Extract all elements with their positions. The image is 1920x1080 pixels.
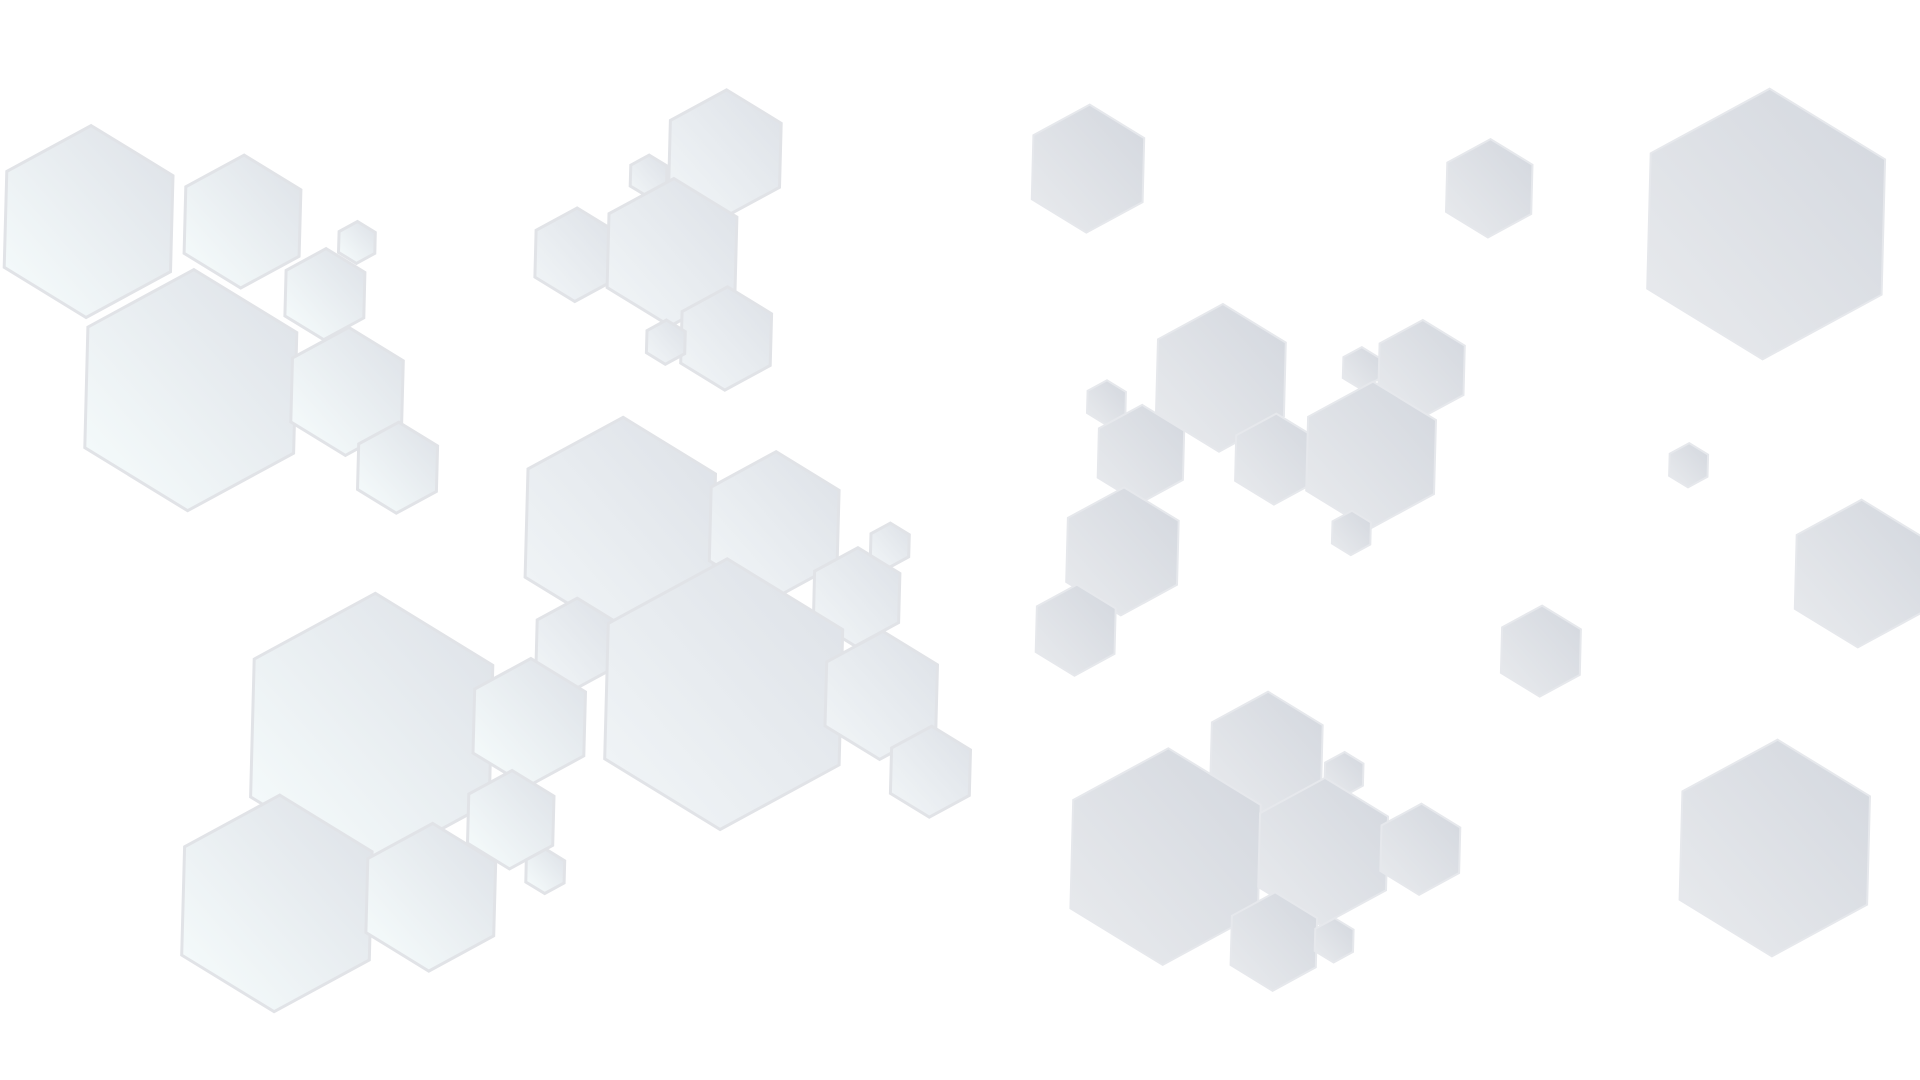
hexagon-icon xyxy=(83,267,299,513)
hexagon-icon xyxy=(289,325,405,458)
hexagon-icon xyxy=(2,123,175,320)
hexagon-icon xyxy=(1646,87,1887,361)
hexagon-icon xyxy=(1379,802,1462,896)
hexagon-icon xyxy=(1668,441,1710,489)
hexagon-icon xyxy=(364,821,498,973)
hexagon-icon xyxy=(1154,302,1287,453)
hexagon-icon xyxy=(355,420,440,515)
hexagon-icon xyxy=(888,724,973,819)
hexagon-icon xyxy=(180,793,374,1014)
hexagon-icon xyxy=(1330,509,1372,557)
hexagon-icon xyxy=(1793,498,1920,649)
hexagon-icon xyxy=(524,847,567,896)
hexagon-icon xyxy=(1313,917,1355,964)
hexagon-icon xyxy=(1069,747,1262,967)
hexagon-icon xyxy=(1499,604,1582,698)
hexagon-icon xyxy=(679,285,774,392)
hexagon-icon xyxy=(336,219,377,266)
hexagon-icon xyxy=(465,768,556,871)
hexagon-icon xyxy=(1030,103,1146,234)
hexagon-icon xyxy=(1034,583,1117,677)
hexagon-icon xyxy=(1229,891,1319,992)
hexagon-icon xyxy=(644,318,687,367)
hexagon-icon xyxy=(603,557,845,832)
hexagon-icon xyxy=(1065,486,1180,617)
hexagon-icon xyxy=(1678,738,1872,958)
hexagon-icon xyxy=(533,206,619,304)
hexagon-icon xyxy=(182,153,303,290)
hexagon-icon xyxy=(1444,137,1534,239)
hexagon-icon xyxy=(823,629,940,762)
